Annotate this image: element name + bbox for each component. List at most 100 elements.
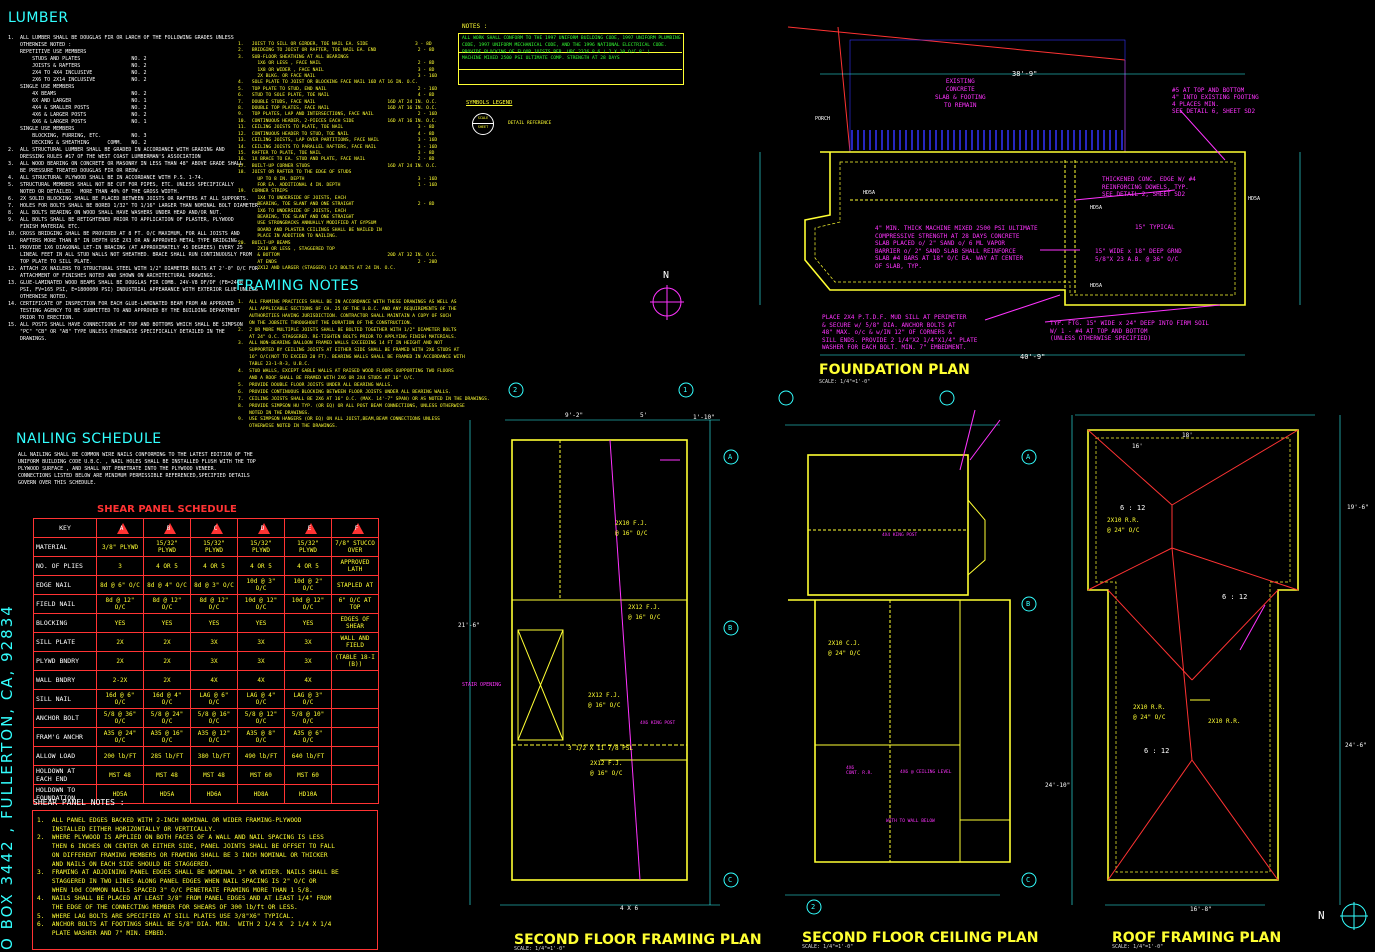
roof-dim-right: 24'-6" bbox=[1345, 742, 1367, 749]
grid-tag-b-ceiling: B bbox=[1026, 600, 1031, 608]
lumber-note-line: 14. CERTIFICATE OF INSPECTION FOR EACH G… bbox=[8, 301, 234, 307]
shear-note-line: STAGGERED IN TWO LINES ALONG PANEL EDGES… bbox=[37, 877, 317, 885]
grid-tag-c-ceiling: C bbox=[1026, 876, 1031, 884]
shear-row-label: HOLDOWN AT EACH END bbox=[33, 765, 97, 785]
grid-tag-2-floor: 2 bbox=[513, 386, 518, 394]
shear-note-line: AND NAILS ON EACH SIDE SHOULD BE STAGGER… bbox=[37, 860, 213, 868]
framing-note-line: AT 24" O.C. STAGGERED. RE-TIGHTEN BOLTS … bbox=[238, 334, 457, 340]
shear-note-line: 4. NAILS SHALL BE PLACED AT LEAST 3/8" F… bbox=[37, 895, 332, 903]
ceiling-joist-spacing: @ 24" O/C bbox=[828, 650, 861, 657]
general-note-line: ALL WORK SHALL CONFORM TO THE 1997 UNIFO… bbox=[462, 36, 681, 41]
lumber-note-line: NOTED OR DETAILED. MORE THAN 40% OF THE … bbox=[8, 189, 180, 195]
porch-hatch bbox=[851, 130, 1123, 150]
lumber-note-line: 12. ATTACH 2X NAILERS TO STRUCTURAL STEE… bbox=[8, 266, 258, 272]
framing-note-line: SUPPORTED BY CEILING JOISTS AT EITHER SI… bbox=[238, 348, 460, 354]
lumber-note-line: REPETITIVE USE MEMBERS bbox=[8, 49, 87, 55]
nailing-item-line: 3. SUB-FLOOR SHEATHING AT ALL BEARINGS bbox=[238, 54, 349, 60]
shear-note-line: 5. WHERE LAG BOLTS ARE SPECIFIED AT SILL… bbox=[37, 912, 295, 920]
lumber-note-line: 4X6 & LARGER POSTS NO. 2 bbox=[8, 112, 147, 118]
lumber-notes: 1. ALL LUMBER SHALL BE DOUGLAS FIR OR LA… bbox=[8, 35, 261, 343]
shear-cell: HD10A bbox=[284, 784, 332, 804]
nailing-item-line: & BOTTOM 20D AT 32 IN. O.C. bbox=[238, 253, 438, 259]
sf-dim-top: 9'-2" bbox=[565, 412, 584, 419]
north-label-roof: N bbox=[1318, 909, 1325, 922]
shear-note-line: PLATE WASHER AND 7" MIN. EMBED. bbox=[37, 930, 168, 938]
lumber-note-line: BLOCKING, FURRING, ETC. NO. 3 bbox=[8, 133, 147, 139]
hd5a-tag-1: HD5A bbox=[863, 190, 876, 196]
triangle-icon bbox=[257, 522, 270, 534]
framing-note-line: OTHERWISE NOTED IN THE DRAWINGS. bbox=[238, 424, 338, 430]
shear-note-line: 1. ALL PANEL EDGES BACKED WITH 2-INCH NO… bbox=[37, 817, 302, 824]
nailing-item-line: 9. TOP PLATES, LAP AND INTERSECTIONS, FA… bbox=[238, 112, 438, 118]
shear-panel-notes-heading: SHEAR PANEL NOTES : bbox=[33, 798, 125, 807]
roof-dim-top: 18' bbox=[1182, 432, 1193, 439]
ceiling-joist: 2X10 C.J. bbox=[828, 640, 861, 647]
nailing-item-line: 10. CONTINUOUS HEADER, 2-PIECES EACH SID… bbox=[238, 118, 438, 124]
shear-panel-schedule-title: SHEAR PANEL SCHEDULE bbox=[97, 504, 237, 515]
nailing-item-line: 20. BUILT-UP BEAMS bbox=[238, 240, 291, 246]
roof-pitch-3: 6 : 12 bbox=[1144, 747, 1170, 755]
grid-tag-1-floor: 1 bbox=[683, 386, 688, 394]
lumber-note-line: 8. ALL BOLTS BEARING ON WOOD SHALL HAVE … bbox=[8, 210, 222, 216]
framing-note-line: 3. ALL NON-BEARING BALLOON FRAMED WALLS … bbox=[238, 341, 443, 347]
framing-note-line: 7. CEILING JOISTS SHALL BE 2X6 AT 16" O.… bbox=[238, 396, 490, 402]
framing-note-line: 8. PROVIDE SIMPSON HU TYP. (OR EQ) OR AL… bbox=[238, 403, 465, 409]
nailing-item-line: 16. 1X BRACE TO EA. STUD AND PLATE, FACE… bbox=[238, 157, 435, 163]
framing-note-line: NOTED IN THE DRAWINGS. bbox=[238, 410, 310, 416]
lumber-note-line: 11. PROVIDE 1X6 DIAGONAL LET-IN BRACING … bbox=[8, 245, 243, 251]
lumber-note-line: ATTACHMENT OF FINISHES NOTED AND SHOWN O… bbox=[8, 273, 216, 279]
lumber-note-line: 4X BEAMS NO. 2 bbox=[8, 91, 147, 97]
sf-king-post: 4X6 KING POST bbox=[640, 721, 676, 726]
shear-cell: 10d @ 2" O/C bbox=[284, 575, 332, 595]
foundation-plan bbox=[759, 26, 1301, 356]
shear-note-line: THEN 6 INCHES ON CENTER OR EITHER SIDE, … bbox=[37, 843, 336, 851]
nailing-schedule-heading: NAILING SCHEDULE bbox=[16, 431, 162, 447]
shear-note-line: THE EDGE OF THE CONNECTING MEMBER FOR SH… bbox=[37, 904, 298, 912]
sf-joist-3: 2X12 F.J. bbox=[588, 692, 621, 699]
lumber-note-line: 5. STRUCTURAL MEMBERS SHALL NOT BE CUT F… bbox=[8, 182, 234, 188]
roof-rafter-2-spacing: @ 24" O/C bbox=[1133, 714, 1166, 721]
lumber-note-line: OTHERWISE NOTED. bbox=[8, 294, 69, 300]
shear-row-label: HOLDOWN TO FOUNDATION bbox=[33, 784, 97, 804]
notes-divider bbox=[458, 52, 682, 70]
roof-dim-top2: 16' bbox=[1132, 443, 1143, 450]
framing-note-line: 9. USE SIMPSON HANGERS (OR EQ) ON ALL JO… bbox=[238, 417, 440, 423]
second-floor-ceiling-scale: SCALE: 1/4"=1'-0" bbox=[802, 944, 854, 950]
nailing-item-line: 2X12 AND LARGER (STAGGER) 1/2 BOLTS AT 2… bbox=[238, 266, 396, 272]
roof-framing-title: ROOF FRAMING PLAN bbox=[1112, 930, 1282, 946]
hd5a-tag-2: HD5A bbox=[1090, 205, 1103, 211]
dim-foundation-top: 38'-9" bbox=[1012, 70, 1038, 78]
nailing-item-line: 1. JOIST TO SILL OR GIRDER, TOE NAIL EA.… bbox=[238, 42, 432, 47]
sf-dim-bottom: 4 X 6 bbox=[620, 905, 639, 912]
nailing-item-line: 17. BUILT-UP CORNER STUDS 16D AT 24 IN. … bbox=[238, 163, 438, 169]
roof-rafter-1: 2X10 R.R. bbox=[1107, 517, 1140, 524]
sf-joist-2: 2X12 F.J. bbox=[628, 604, 661, 611]
framing-note-line: ALL APPLICABLE SECTIONS OF CH. 25 OF THE… bbox=[238, 306, 457, 312]
shear-note-line: INSTALLED EITHER HORIZONTALLY OR VERTICA… bbox=[37, 825, 216, 833]
north-arrow-foundation bbox=[650, 285, 684, 320]
lumber-note-line: DECKING & SHEATHING COMM. NO. 2 bbox=[8, 140, 147, 146]
notes-heading: NOTES : bbox=[462, 23, 488, 30]
sf-joist-1-spacing: @ 16" O/C bbox=[615, 530, 648, 537]
shear-cell: A35 @ 16" O/C bbox=[143, 727, 191, 747]
lumber-note-line: 4. ALL STRUCTURAL PLYWOOD SHALL BE IN AC… bbox=[8, 175, 204, 181]
triangle-icon bbox=[163, 522, 176, 534]
continuous-rr: 4X6 CONT. R.R. bbox=[846, 766, 874, 776]
nailing-item-line: 1X6 OR LESS , FACE NAIL 2 - 8D bbox=[238, 61, 435, 67]
second-floor-framing-title: SECOND FLOOR FRAMING PLAN bbox=[514, 932, 762, 948]
framing-note-line: 6. PROVIDE CONTINUOUS BLOCKING BETWEEN F… bbox=[238, 389, 451, 395]
lumber-note-line: 2. ALL STRUCTURAL LUMBER SHALL BE GRADED… bbox=[8, 147, 225, 153]
roof-framing-scale: SCALE: 1/4"=1'-0" bbox=[1112, 944, 1164, 950]
lumber-note-line: 1. ALL LUMBER SHALL BE DOUGLAS FIR OR LA… bbox=[8, 35, 234, 41]
lumber-note-line: TESTING AGENCY TO BE SUBMITTED TO AND AP… bbox=[8, 308, 240, 314]
sf-dim-top2: 5' bbox=[640, 412, 648, 419]
ceiling-king-post: 4X4 KING POST bbox=[882, 533, 918, 538]
nailing-item-line: 2X10 OR LESS , STAGGERED TOP bbox=[238, 247, 335, 252]
nailing-item-line: AT ENDS 2 - 20D bbox=[238, 259, 438, 265]
north-arrow-roof bbox=[1340, 902, 1368, 930]
triangle-icon bbox=[116, 522, 129, 534]
